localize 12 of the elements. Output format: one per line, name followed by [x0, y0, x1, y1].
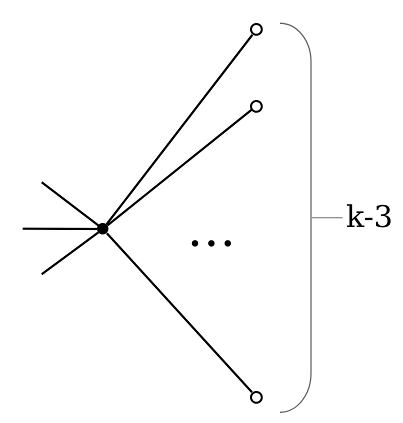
vertex-dot: [97, 223, 109, 235]
open-vertex-circle: [250, 390, 263, 404]
brace-label: k-3: [346, 203, 393, 233]
open-vertex-circle: [250, 100, 263, 112]
ellipsis: ...: [192, 239, 232, 247]
edge-line: [22, 228, 98, 230]
open-vertex-circle: [250, 23, 263, 36]
edge-line: [41, 181, 100, 226]
edge-line: [106, 109, 252, 226]
edge-line: [41, 232, 100, 276]
edge-line: [106, 232, 253, 394]
edge-line: [106, 34, 254, 226]
